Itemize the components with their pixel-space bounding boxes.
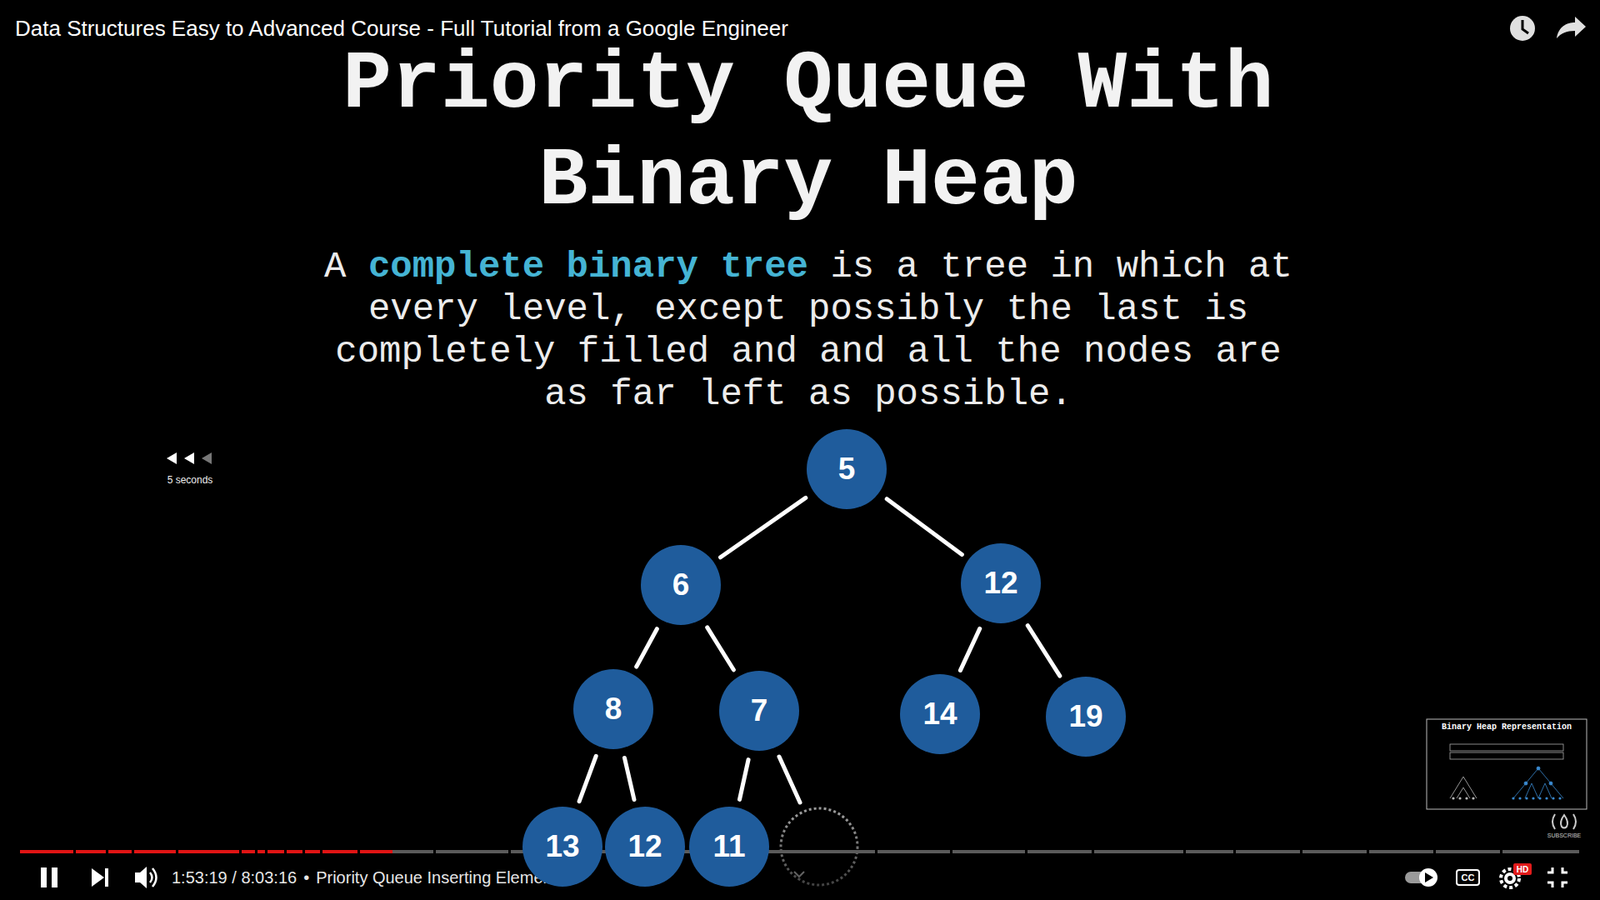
tree-edge	[579, 755, 596, 801]
subscribe-holder: SUBSCRIBE	[1539, 832, 1590, 839]
subscribe-label: SUBSCRIBE	[1547, 832, 1581, 839]
volume-icon	[135, 866, 157, 889]
heap-node: 19	[1045, 676, 1126, 757]
time-display: 1:53:19 / 8:03:16	[171, 868, 297, 888]
node-value: 7	[750, 693, 769, 729]
tree-edge	[740, 760, 750, 800]
control-fade	[0, 816, 1600, 900]
captions-label: CC	[1461, 872, 1475, 883]
share-icon	[1556, 16, 1586, 39]
node-value: 5	[838, 451, 856, 487]
separator-dot: •	[303, 868, 310, 888]
hd-label: HD	[1516, 865, 1529, 875]
definition-part: A	[324, 245, 346, 288]
definition-text: A complete binary tree is a tree in whic…	[316, 245, 1300, 416]
node-value: 19	[1068, 699, 1103, 735]
tree-edge	[960, 628, 980, 670]
watch-later-icon	[1510, 15, 1535, 41]
slide-title: Priority Queue With Binary Heap	[308, 36, 1309, 230]
channel-logo	[1552, 814, 1576, 830]
card-title-holder: Binary Heap Representation	[1428, 722, 1585, 732]
rewind-label: 5 seconds	[156, 474, 224, 486]
tree-edge	[624, 757, 635, 800]
next-video-card	[1426, 719, 1587, 810]
video-title: Data Structures Easy to Advanced Course …	[15, 15, 789, 42]
exit-fullscreen-icon	[1547, 867, 1568, 888]
rewind-indicator	[166, 452, 212, 465]
node-value: 12	[983, 565, 1018, 601]
heap-node: 12	[960, 543, 1041, 624]
next-icon	[91, 868, 109, 887]
heap-node: 8	[573, 669, 654, 750]
hd-badge: HD	[1513, 863, 1532, 875]
card-title: Binary Heap Representation	[1441, 722, 1572, 732]
node-value: 12	[627, 829, 662, 865]
heap-node: 7	[719, 670, 800, 751]
node-value: 6	[672, 567, 690, 603]
heap-node: 13	[522, 806, 603, 887]
tree-edge	[720, 497, 806, 557]
highlight-term: complete binary tree	[368, 245, 809, 288]
heap-node: 6	[640, 545, 721, 625]
time-row: 1:53:19 / 8:03:16 •Priority Queue Inserti…	[171, 866, 580, 889]
heap-node: 12	[605, 806, 685, 887]
node-value: 13	[545, 829, 580, 865]
heap-node: 5	[806, 429, 887, 510]
autoplay-toggle	[1405, 868, 1438, 887]
captions-button: CC	[1455, 869, 1480, 886]
heap-node: 11	[689, 806, 770, 887]
node-value: 8	[605, 691, 623, 727]
tree-edge	[707, 627, 735, 670]
chapter-title: Priority Queue Inserting Elements	[315, 868, 565, 888]
tree-edge-slot	[779, 756, 800, 803]
tree-edge	[1027, 625, 1060, 676]
node-value: 14	[922, 696, 957, 732]
tree-edge	[886, 499, 962, 555]
progress-bar	[20, 850, 1580, 854]
tree-edge	[636, 629, 658, 667]
pause-icon	[40, 867, 58, 888]
heap-node: 14	[900, 674, 980, 755]
node-value: 11	[712, 829, 745, 865]
